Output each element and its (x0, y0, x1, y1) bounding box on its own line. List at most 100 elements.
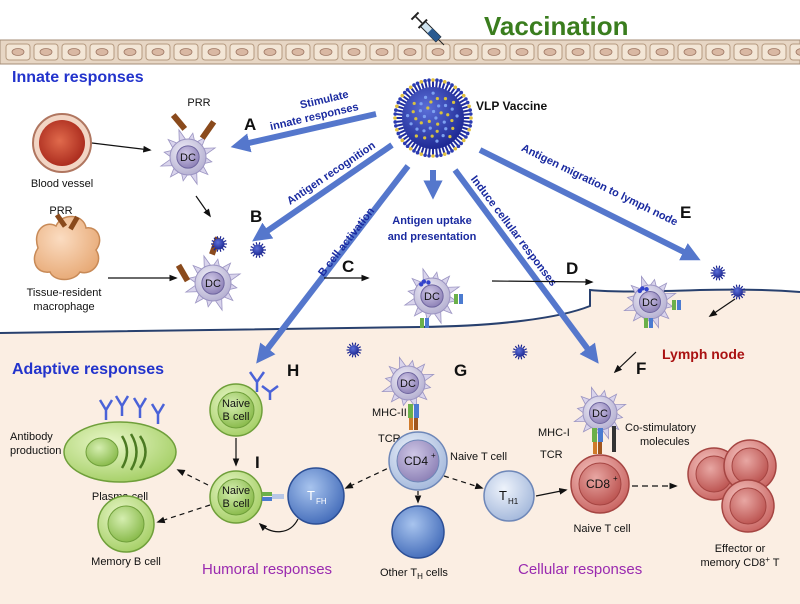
memory-b-cell-label: Memory B cell (91, 556, 161, 568)
dendritic-cell-c: DC (403, 267, 461, 325)
blood-vessel-label: Blood vessel (31, 178, 93, 190)
step-f: F (636, 359, 646, 378)
tcr-label-cd4: TCR (378, 433, 401, 445)
step-a: A (244, 115, 256, 134)
naive-t-cell-label-cd8: Naive T cell (573, 523, 630, 535)
antigen-virion (250, 242, 266, 258)
costim-label-1: Co-stimulatory (625, 422, 696, 434)
plasma-cell (63, 421, 177, 483)
innate-flow-arrows (91, 142, 736, 374)
humoral-responses-label: Humoral responses (202, 561, 332, 578)
dc-label: DC (180, 152, 196, 164)
macrophage-label-2: macrophage (33, 301, 94, 313)
cd4-label-sup: + (431, 451, 436, 460)
label-migration: Antigen migration to lymph node (519, 142, 679, 228)
epithelial-cell (789, 43, 800, 61)
adaptive-section-title: Adaptive responses (12, 361, 164, 378)
lymph-node-label: Lymph node (662, 346, 745, 362)
dc-a-prr-receptors (170, 113, 217, 140)
blood-vessel (32, 113, 92, 173)
other-th-cell (391, 505, 445, 559)
naive-b-top-label-2: B cell (223, 411, 250, 423)
naive-b-cell-top (209, 383, 263, 437)
bcr-antibody-icons (248, 371, 279, 400)
th1-label-sub: H1 (508, 497, 519, 506)
antigen-virion (730, 284, 746, 300)
syringe-icon (410, 11, 445, 46)
step-i: I (255, 453, 260, 472)
b-cell-flow-arrows (156, 438, 396, 533)
mhc-ii-label: MHC-II (372, 407, 407, 419)
arrow-cellular (452, 168, 599, 364)
th1-label: T (499, 488, 507, 503)
step-b: B (250, 207, 262, 226)
naive-t-cell-label-cd4: Naive T cell (450, 451, 507, 463)
innate-section-title: Innate responses (12, 69, 144, 86)
naive-b-top-label-1: Naive (222, 398, 250, 410)
step-h: H (287, 361, 299, 380)
dendritic-cell-g: DC (381, 356, 435, 410)
free-antigens (211, 236, 746, 360)
other-th-label: Other TH cells (380, 567, 448, 581)
dc-label: DC (400, 378, 416, 390)
cellular-responses-label: Cellular responses (518, 561, 642, 578)
diagram-title: Vaccination (484, 11, 629, 41)
arrow-stimulate (230, 111, 377, 153)
antibody-label-2: production (10, 445, 61, 457)
step-c: C (342, 257, 354, 276)
antigen-virion (346, 342, 362, 358)
vlp-vaccine-label: VLP Vaccine (476, 99, 547, 113)
label-antigen-recognition: Antigen recognition (285, 139, 378, 207)
cd8-t-cell (570, 454, 630, 514)
dendritic-cell-b: DC (184, 254, 242, 312)
antibody-icons (98, 395, 166, 424)
epithelial-layer (0, 39, 800, 65)
macrophage-prr-label: PRR (49, 205, 72, 217)
vaccine-arrows (230, 111, 701, 364)
dc-prr-label: PRR (187, 97, 210, 109)
dendritic-cell-a: DC (159, 128, 217, 186)
arrow-b-cell-activation (256, 164, 411, 364)
cd4-flow-arrows (414, 475, 568, 504)
mhc-i-tcr-complex (592, 426, 616, 454)
antigen-virion (512, 344, 528, 360)
costim-label-2: molecules (640, 436, 690, 448)
mhc-i-label: MHC-I (538, 427, 570, 439)
antigen-virion (211, 236, 227, 252)
antibody-label-1: Antibody (10, 431, 53, 443)
dendritic-cell-e: DC (623, 275, 677, 329)
th1-cell (483, 470, 535, 522)
label-uptake-2: and presentation (388, 231, 477, 243)
tfh-label-sub: FH (316, 497, 327, 506)
label-uptake-1: Antigen uptake (392, 215, 471, 227)
dc-label: DC (424, 291, 440, 303)
tissue-resident-macrophage (33, 213, 101, 281)
naive-b-bottom-label-1: Naive (222, 485, 250, 497)
tfh-label: T (307, 488, 315, 503)
effector-label-1: Effector or (715, 543, 766, 555)
effector-label-2: memory CD8+ T (700, 555, 779, 569)
cd8-label-sup: + (613, 474, 618, 483)
arrow-antigen-recognition (252, 142, 394, 242)
step-g: G (454, 361, 467, 380)
tfh-cell (287, 467, 345, 525)
vlp-vaccine-particle (393, 78, 473, 158)
arrow-migration (478, 147, 701, 261)
cd4-t-cell (388, 431, 448, 491)
effector-memory-cd8-cells (687, 439, 777, 533)
naive-b-cell-bottom (209, 470, 284, 524)
antigen-virion (710, 265, 726, 281)
mhc-ii-tcr-complex (408, 404, 419, 430)
memory-b-cell (97, 495, 155, 553)
tcr-label-cd8: TCR (540, 449, 563, 461)
cd4-label: CD4 (404, 454, 428, 468)
dc-label: DC (205, 278, 221, 290)
label-induce-cellular: Induce cellular responses (468, 174, 559, 289)
lymph-node-membrane (0, 288, 800, 334)
step-d: D (566, 259, 578, 278)
naive-b-bottom-label-2: B cell (223, 498, 250, 510)
cd8-label: CD8 (586, 477, 610, 491)
macrophage-label-1: Tissue-resident (27, 287, 102, 299)
